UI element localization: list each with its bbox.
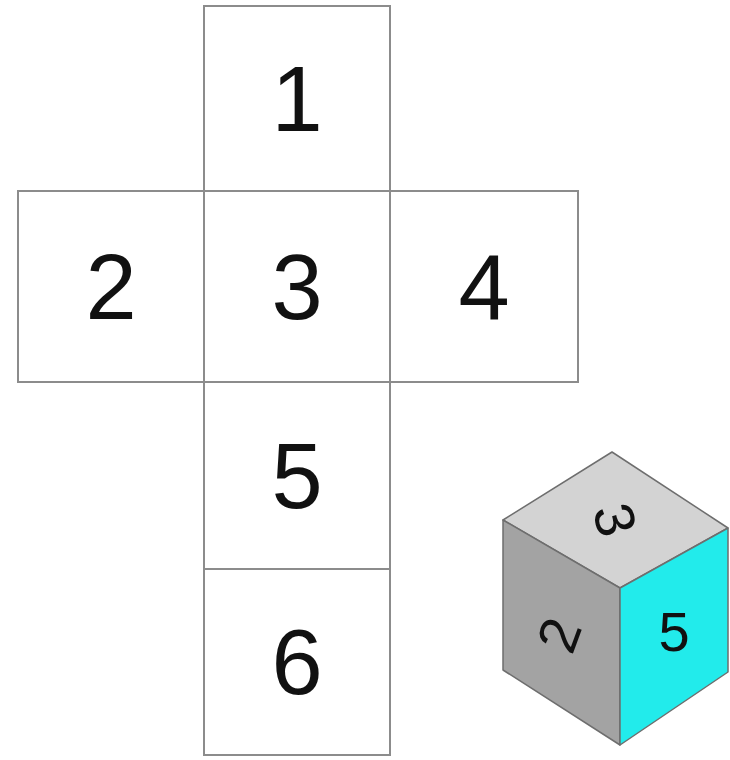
face-polygon [620,528,728,745]
net-square: 4 [389,190,579,383]
face-number: 6 [271,616,322,708]
face-number: 5 [271,430,322,522]
net-square: 6 [203,568,391,756]
cube-face: 2 [503,520,621,746]
face-number: 5 [658,604,689,660]
cube-face: 5 [620,520,729,746]
face-number: 2 [85,241,136,333]
face-polygon [503,520,620,745]
net-square: 2 [17,190,205,383]
net-square: 5 [203,381,391,570]
face-number: 1 [271,53,322,145]
net-square: 1 [203,5,391,192]
net-square: 3 [203,190,391,383]
face-number: 3 [271,241,322,333]
face-number: 4 [458,241,509,333]
